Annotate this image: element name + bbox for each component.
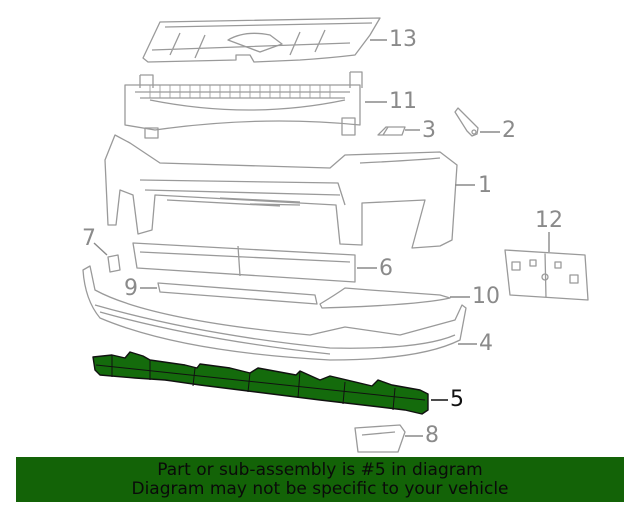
callout-13: 12: [535, 208, 563, 233]
callout-1: 1: [478, 173, 492, 198]
part-2-bolt: [454, 107, 479, 137]
part-8-corner-bracket: [354, 424, 406, 453]
part-6-grille: [132, 242, 356, 283]
callout-7: 7: [82, 226, 96, 251]
callout-11: 11: [389, 89, 417, 114]
callout-12: 13: [389, 27, 417, 52]
callout-3: 3: [422, 118, 436, 143]
part-10-side-trim: [319, 287, 451, 309]
info-banner: Part or sub-assembly is #5 in diagram Di…: [16, 457, 624, 502]
callout-4: 4: [479, 331, 493, 356]
callout-8: 8: [425, 423, 439, 448]
callout-9: 9: [124, 276, 138, 301]
callout-6: 6: [379, 256, 393, 281]
banner-line-disclaimer: Diagram may not be specific to your vehi…: [131, 479, 509, 499]
callout-2: 2: [502, 118, 516, 143]
part-3-cap: [377, 126, 406, 136]
part-7-clip: [107, 254, 121, 273]
part-12-top-panel: [142, 17, 381, 63]
part-11-upper-support: [124, 71, 363, 139]
part-9-molding: [157, 282, 318, 305]
banner-line-part: Part or sub-assembly is #5 in diagram: [157, 460, 483, 480]
part-1-bumper-cover: [104, 134, 458, 249]
part-5-reinforcement: [92, 351, 429, 415]
part-4-lower-bumper: [82, 265, 467, 361]
callout-5: 5: [450, 387, 464, 412]
part-13-license-bracket: [504, 249, 589, 301]
callout-10: 10: [472, 284, 500, 309]
